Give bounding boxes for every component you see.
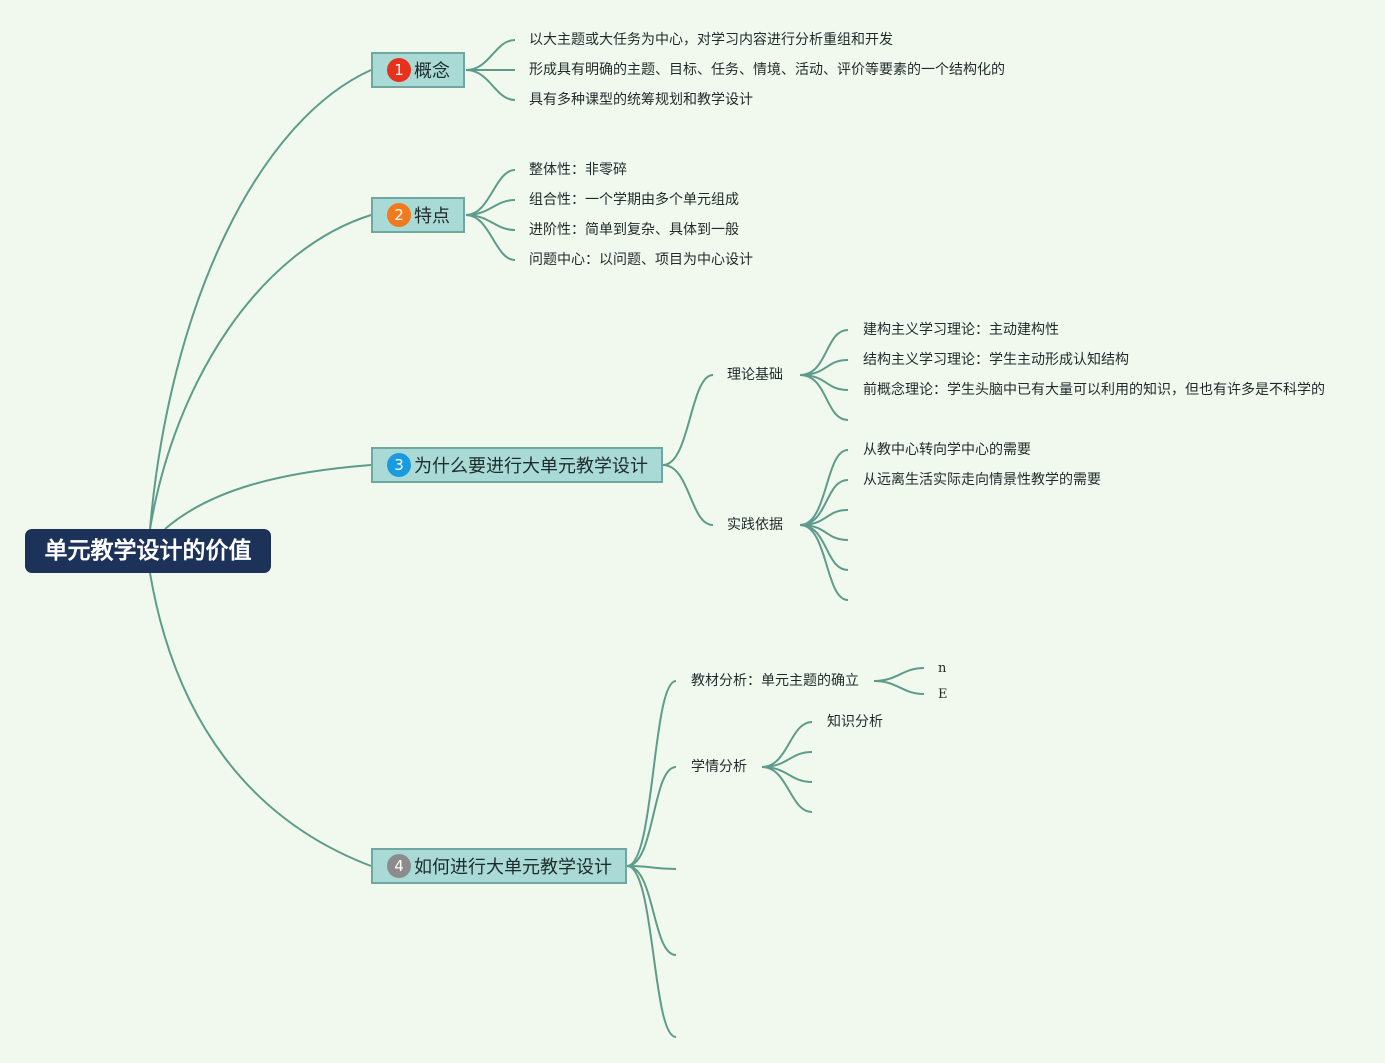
link-b1-c3 (465, 69, 516, 101)
topic-theory-3[interactable]: 前概念理论：学生头脑中已有大量可以利用的知识，但也有许多是不科学的 (863, 382, 1325, 398)
link-g4-c4 (761, 766, 813, 813)
link-root-branch4 (149, 572, 372, 867)
topic-practice-2[interactable]: 从远离生活实际走向情景性教学的需要 (863, 472, 1101, 488)
branch-features[interactable]: 2 特点 (371, 197, 465, 233)
link-b4-g2 (626, 766, 677, 867)
number-badge-3: 3 (387, 453, 411, 477)
topic-feature-2[interactable]: 组合性：一个学期由多个单元组成 (529, 192, 739, 208)
link-b4-g1 (626, 680, 677, 867)
link-g3-c2 (873, 680, 925, 695)
link-g3-c1 (873, 667, 925, 682)
link-g2-c1 (799, 449, 849, 526)
topic-feature-3[interactable]: 进阶性：简单到复杂、具体到一般 (529, 222, 739, 238)
branch-label: 为什么要进行大单元教学设计 (414, 456, 648, 477)
link-b3-g1 (662, 374, 714, 466)
branch-label: 如何进行大单元教学设计 (414, 857, 612, 878)
topic-practice-1[interactable]: 从教中心转向学中心的需要 (863, 442, 1031, 458)
number-badge-4: 4 (387, 854, 411, 878)
branch-concept[interactable]: 1 概念 (371, 52, 465, 88)
topic-textbook-e[interactable]: E (938, 687, 948, 702)
topic-knowledge-analysis[interactable]: 知识分析 (827, 714, 883, 730)
number-badge-1: 1 (387, 58, 411, 82)
link-root-branch1 (149, 69, 372, 530)
link-b4-g4 (626, 865, 677, 956)
link-g1-c3 (799, 374, 849, 391)
link-b2-c4 (465, 214, 516, 261)
topic-theory-basis[interactable]: 理论基础 (727, 367, 783, 383)
link-b1-c1 (465, 39, 516, 71)
topic-feature-1[interactable]: 整体性：非零碎 (529, 162, 627, 178)
number-badge-2: 2 (387, 203, 411, 227)
branch-why[interactable]: 3 为什么要进行大单元教学设计 (371, 447, 663, 483)
link-g2-c6 (799, 524, 849, 601)
topic-textbook-n[interactable]: n (938, 661, 947, 676)
branch-how[interactable]: 4 如何进行大单元教学设计 (371, 848, 627, 884)
link-root-branch2 (149, 214, 372, 530)
link-b4-g5 (626, 865, 677, 1038)
root-topic[interactable]: 单元教学设计的价值 (25, 529, 271, 573)
link-g1-c4 (799, 374, 849, 421)
topic-learner-analysis[interactable]: 学情分析 (691, 759, 747, 775)
topic-textbook-analysis[interactable]: 教材分析：单元主题的确立 (691, 673, 859, 689)
topic-theory-1[interactable]: 建构主义学习理论：主动建构性 (863, 322, 1059, 338)
link-root-branch3 (164, 464, 372, 530)
link-b3-g2 (662, 464, 714, 526)
topic-concept-2[interactable]: 形成具有明确的主题、目标、任务、情境、活动、评价等要素的一个结构化的 (529, 62, 1005, 78)
topic-practice-basis[interactable]: 实践依据 (727, 517, 783, 533)
topic-theory-2[interactable]: 结构主义学习理论：学生主动形成认知结构 (863, 352, 1129, 368)
branch-label: 特点 (414, 206, 450, 227)
branch-label: 概念 (414, 61, 450, 82)
link-b4-g3 (626, 865, 677, 870)
topic-concept-3[interactable]: 具有多种课型的统筹规划和教学设计 (529, 92, 753, 108)
link-g1-c2 (799, 359, 849, 376)
topic-concept-1[interactable]: 以大主题或大任务为中心，对学习内容进行分析重组和开发 (529, 32, 893, 48)
topic-feature-4[interactable]: 问题中心：以问题、项目为中心设计 (529, 252, 753, 268)
